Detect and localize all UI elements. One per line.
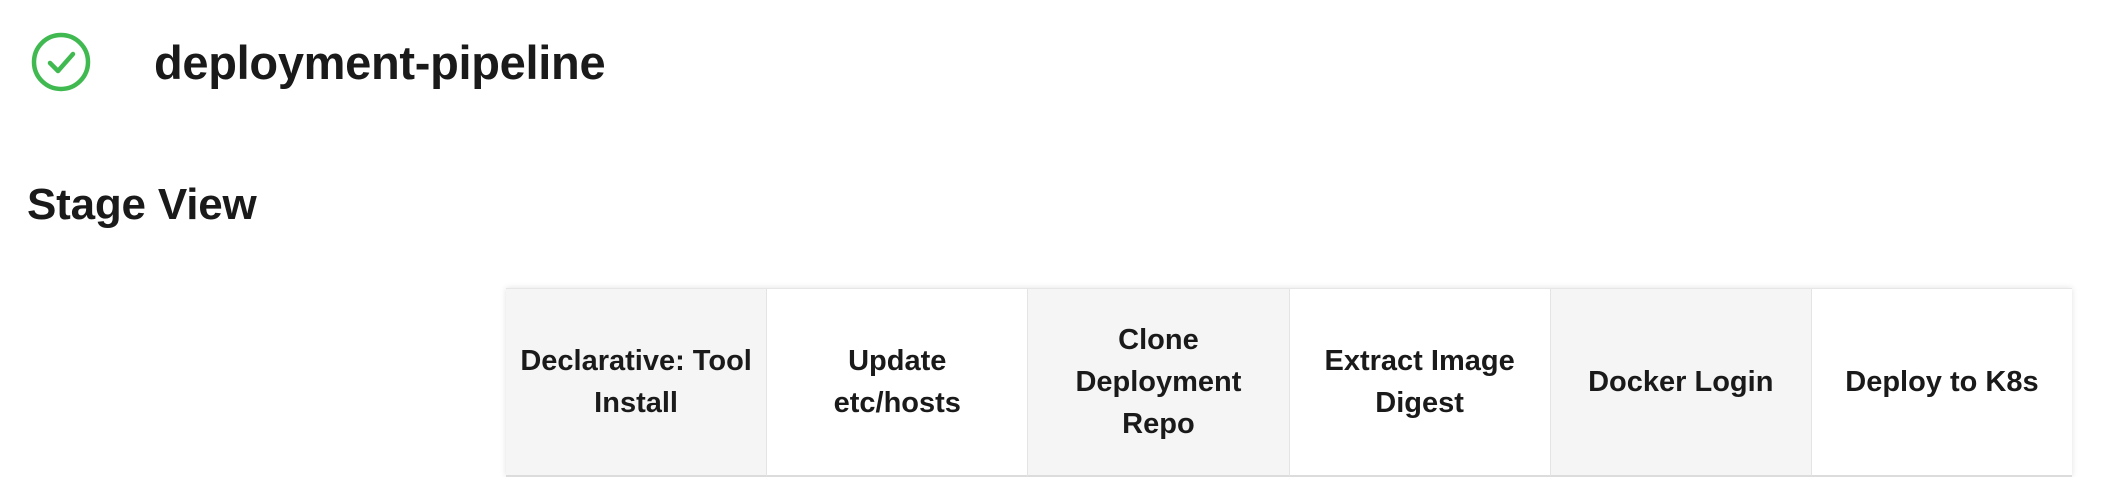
stage-header-label: Deploy to K8s: [1845, 366, 2039, 398]
stage-header-docker-login[interactable]: Docker Login: [1550, 289, 1812, 477]
stage-header-deploy-to-k8s[interactable]: Deploy to K8s: [1811, 289, 2072, 477]
stage-header-label: Declarative: Tool Install: [520, 345, 752, 419]
page-title: deployment-pipeline: [154, 35, 606, 89]
stage-view-table: Declarative: Tool Install Update etc/hos…: [506, 288, 2072, 477]
stage-header-label: Update etc/hosts: [833, 345, 961, 419]
stage-header-update-etc-hosts[interactable]: Update etc/hosts: [767, 289, 1029, 477]
stage-header-declarative-tool-install[interactable]: Declarative: Tool Install: [506, 289, 768, 477]
stage-header-extract-image-digest[interactable]: Extract Image Digest: [1289, 289, 1551, 477]
check-circle-icon: [30, 31, 92, 93]
stage-header-label: Clone Deployment Repo: [1075, 324, 1242, 440]
job-header: deployment-pipeline: [30, 30, 606, 94]
stage-header-clone-deployment-repo[interactable]: Clone Deployment Repo: [1028, 289, 1290, 477]
stage-view-title: Stage View: [27, 180, 257, 229]
stage-header-label: Docker Login: [1588, 366, 1774, 398]
stage-header-label: Extract Image Digest: [1324, 345, 1515, 419]
